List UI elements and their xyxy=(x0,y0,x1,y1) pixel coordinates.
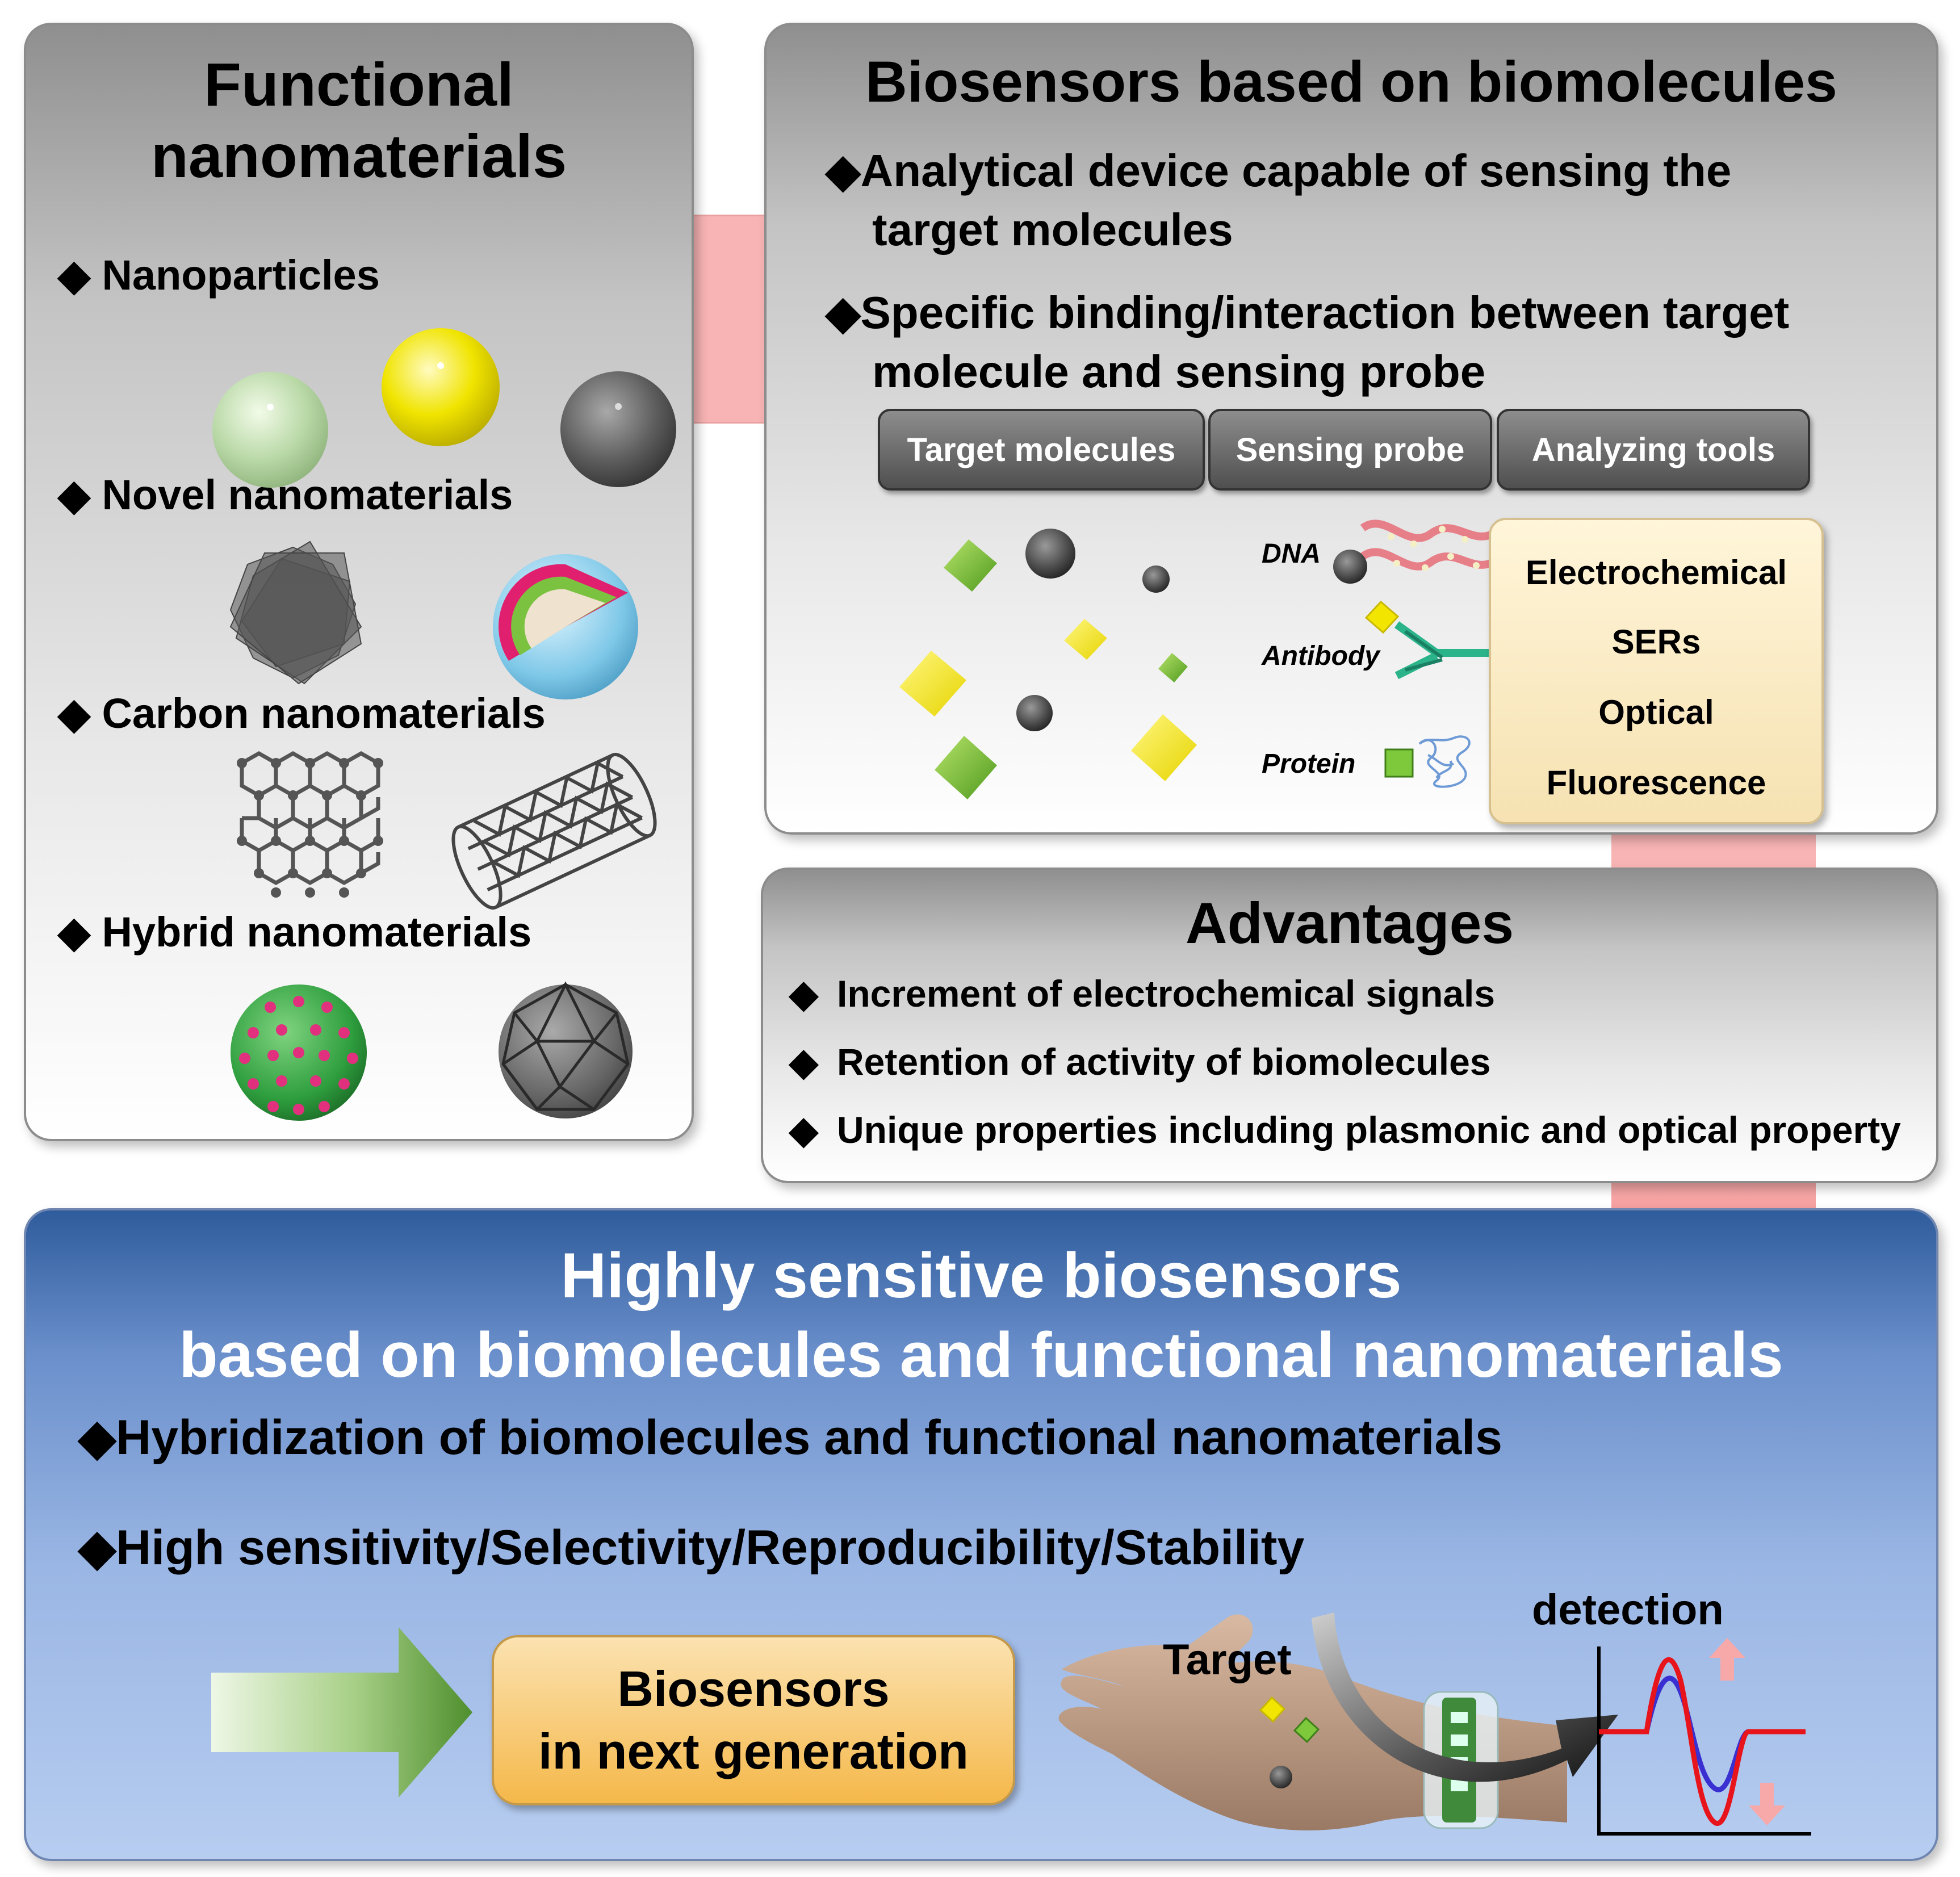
bullet-icon: ◆ xyxy=(58,690,90,737)
item-nanoparticles: ◆ Nanoparticles xyxy=(58,251,380,300)
item-carbon: ◆ Carbon nanomaterials xyxy=(58,689,546,738)
tab-target-molecules: Target molecules xyxy=(878,409,1205,491)
next-gen-line2: in next generation xyxy=(538,1723,969,1779)
item-label: Nanoparticles xyxy=(102,252,380,299)
connector-bar-left xyxy=(687,215,773,424)
nanoparticle-spheres-icon xyxy=(212,328,676,488)
tool-electrochemical: Electrochemical xyxy=(1525,554,1787,592)
analyzing-tools-box: Electrochemical SERs Optical Fluorescenc… xyxy=(1489,518,1824,824)
bullet-icon: ◆ xyxy=(58,252,90,299)
carbon-nanomaterials-icon xyxy=(237,751,657,910)
tab-analyzing-tools: Analyzing tools xyxy=(1497,409,1810,491)
functional-nanomaterials-panel: Functional nanomaterials ◆ Nanoparticles… xyxy=(24,23,694,1141)
tool-fluorescence: Fluorescence xyxy=(1546,764,1766,802)
panel-title-line2: based on biomolecules and functional nan… xyxy=(179,1319,1783,1390)
advantages-panel: Advantages ◆ Increment of electrochemical… xyxy=(761,868,1938,1183)
item-label: Carbon nanomaterials xyxy=(102,690,546,737)
panel-title-line2: nanomaterials xyxy=(150,121,567,190)
tab-sensing-probe: Sensing probe xyxy=(1208,409,1492,491)
bullet-text: Hybridization of biomolecules and functi… xyxy=(116,1410,1502,1465)
item-label: Hybrid nanomaterials xyxy=(102,908,532,956)
advantage-item-2: ◆ Retention of activity of biomolecules xyxy=(789,1040,1491,1084)
bullet-text: High sensitivity/Selectivity/Reproducibi… xyxy=(116,1520,1305,1575)
advantage-text: Increment of electrochemical signals xyxy=(837,973,1496,1015)
sensing-probe-icon xyxy=(1333,519,1496,788)
bullet-line2: target molecules xyxy=(872,204,1233,255)
advantage-text: Unique properties including plasmonic an… xyxy=(837,1109,1901,1151)
curved-arrow-icon xyxy=(1312,1612,1618,1782)
advantage-text: Retention of activity of biomolecules xyxy=(837,1041,1491,1083)
advantage-item-3: ◆ Unique properties including plasmonic a… xyxy=(789,1108,1901,1152)
bullet-icon: ◆ xyxy=(58,471,90,518)
bullet-icon: ◆ xyxy=(78,1410,116,1465)
bullet-icon: ◆ xyxy=(789,1041,818,1083)
novel-nanomaterials-icon xyxy=(229,541,638,699)
bullet-icon: ◆ xyxy=(826,287,861,338)
item-hybrid: ◆ Hybrid nanomaterials xyxy=(58,908,531,957)
target-molecules-icon xyxy=(899,529,1197,799)
advantage-item-1: ◆ Increment of electrochemical signals xyxy=(789,972,1495,1016)
right-arrow-icon xyxy=(211,1627,472,1798)
next-gen-line1: Biosensors xyxy=(617,1661,890,1717)
bullet-analytical-device: ◆Analytical device capable of sensing th… xyxy=(826,141,1731,259)
bullet-high-sensitivity: ◆High sensitivity/Selectivity/Reproducib… xyxy=(78,1519,1304,1576)
panel-title-line1: Highly sensitive biosensors xyxy=(560,1240,1402,1311)
probe-protein-label: Protein xyxy=(1262,749,1356,779)
bullet-line2: molecule and sensing probe xyxy=(872,346,1486,397)
panel-title: Biosensors based on biomolecules xyxy=(865,49,1837,114)
probe-dna-label: DNA xyxy=(1262,539,1321,569)
bullet-line1: Analytical device capable of sensing the xyxy=(860,145,1732,196)
bullet-icon: ◆ xyxy=(789,1109,818,1151)
bullet-specific-binding: ◆Specific binding/interaction between ta… xyxy=(826,283,1789,401)
bullet-hybridization: ◆Hybridization of biomolecules and funct… xyxy=(78,1409,1502,1466)
target-label: Target xyxy=(1163,1636,1292,1684)
panel-title: Advantages xyxy=(1185,891,1514,956)
bullet-icon: ◆ xyxy=(789,973,818,1015)
panel-title-line1: Functional xyxy=(204,50,514,119)
item-novel: ◆ Novel nanomaterials xyxy=(58,471,513,519)
tool-sers: SERs xyxy=(1611,623,1701,661)
signal-detection-chart xyxy=(1597,1638,1811,1836)
bullet-icon: ◆ xyxy=(58,908,90,956)
bullet-icon: ◆ xyxy=(826,145,861,196)
bullet-icon: ◆ xyxy=(78,1520,116,1575)
probe-antibody-label: Antibody xyxy=(1262,641,1380,671)
bullet-line1: Specific binding/interaction between tar… xyxy=(860,287,1790,338)
hybrid-nanomaterials-icon xyxy=(231,981,633,1121)
tool-optical: Optical xyxy=(1598,693,1714,731)
item-label: Novel nanomaterials xyxy=(102,471,513,518)
next-generation-box: Biosensors in next generation xyxy=(492,1635,1015,1805)
detection-label: detection xyxy=(1532,1586,1724,1634)
